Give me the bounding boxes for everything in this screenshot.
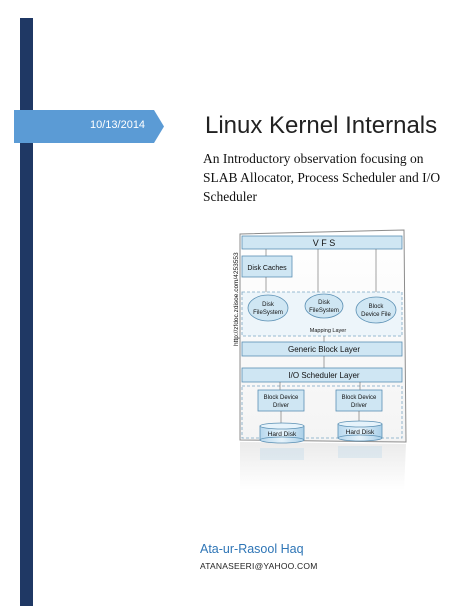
drv2-line1: Block Device (342, 395, 377, 401)
bdf-line1: Block (369, 304, 385, 310)
filesystem-2 (304, 293, 344, 319)
drv1-line2: Driver (273, 403, 289, 409)
cover-date: 10/13/2014 (90, 119, 146, 131)
sidebar-bar (20, 18, 33, 606)
date-tab-shape (14, 110, 164, 143)
disk-caches-label: Disk Caches (247, 265, 287, 272)
vfs-label: V F S (313, 238, 336, 248)
author-name: Ata-ur-Rasool Haq (200, 542, 304, 556)
driver-region (241, 385, 403, 439)
disk-caches-box (241, 255, 293, 278)
filesystem-1 (247, 294, 289, 322)
diagram-reflection (240, 442, 406, 490)
disk-reflections (260, 446, 382, 460)
drv2-line2: Driver (351, 403, 367, 409)
block-device-file (355, 296, 397, 324)
cover-subtitle: An Introductory observation focusing on … (203, 151, 441, 204)
hard-disk-2 (337, 420, 383, 442)
io-scheduler-layer-label: I/O Scheduler Layer (288, 371, 359, 380)
date-tab (14, 110, 164, 143)
fs1-line2: FileSystem (253, 310, 283, 316)
mapping-layer-label: Mapping Layer (310, 328, 347, 334)
diagram-watermark: http://zfdoc.zdisoe.com/4253553 (233, 252, 240, 346)
hard-disk-1-label: Hard Disk (268, 431, 297, 438)
drv1-line1: Block Device (264, 395, 299, 401)
author-email: ATANASEERI@YAHOO.COM (200, 561, 318, 571)
io-scheduler-layer (241, 367, 403, 383)
bdf-line2: Device File (361, 312, 391, 318)
vfs-layer (241, 235, 403, 250)
generic-block-layer (241, 341, 403, 357)
generic-block-layer-label: Generic Block Layer (288, 345, 360, 354)
fs2-line2: FileSystem (309, 308, 339, 314)
io-stack-diagram: http://zfdoc.zdisoe.com/4253553 V F S Di… (228, 228, 418, 490)
hard-disk-1 (259, 422, 305, 444)
cover-title: Linux Kernel Internals (205, 112, 438, 139)
fs1-line1: Disk (262, 302, 275, 308)
fs2-line1: Disk (318, 300, 331, 306)
hard-disk-2-label: Hard Disk (346, 429, 375, 436)
